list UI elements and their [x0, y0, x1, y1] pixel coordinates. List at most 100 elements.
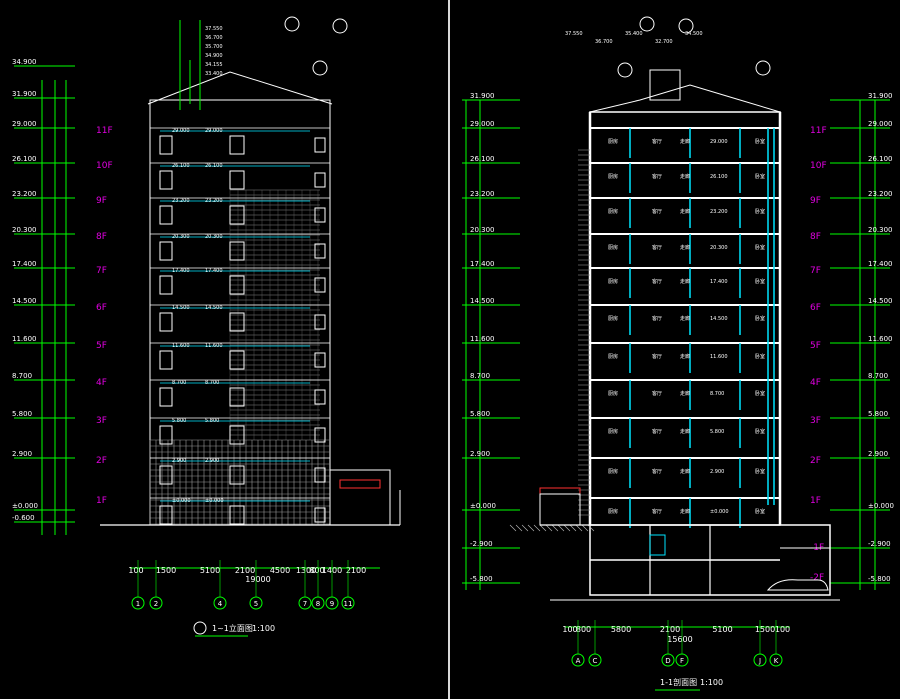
left-bottom-dim: 100: [128, 566, 143, 575]
right-room-label: 卧室: [755, 208, 765, 215]
right-bottom-dim: 800: [576, 625, 591, 634]
right-floor-label: 5F: [810, 341, 821, 351]
left-title-bubble: [193, 621, 207, 635]
right-room-label: 卧室: [755, 353, 765, 360]
left-floor-elev: 29.000: [205, 128, 223, 134]
right-floor-elev: 23.200: [710, 209, 728, 215]
right-earth-hatch: [581, 524, 589, 532]
right-earth-hatch: [521, 524, 529, 532]
left-overall-dim: 19000: [245, 575, 270, 584]
right-floor-elev: 2.900: [710, 469, 724, 475]
left-window: [314, 467, 326, 483]
left-floor-elev: 8.700: [205, 380, 219, 386]
left-bottom-dim: 800: [309, 566, 324, 575]
left-floor-label: 8F: [96, 232, 107, 242]
left-window: [159, 241, 173, 261]
right-earth-hatch: [551, 524, 559, 532]
right-room-label: 客厅: [652, 315, 662, 322]
left-window: [229, 425, 245, 445]
left-elev-label: 26.100: [12, 155, 37, 163]
right-room-label: 卧室: [755, 428, 765, 435]
left-window: [229, 387, 245, 407]
left-bottom-dim: 1500: [156, 566, 176, 575]
left-window: [314, 352, 326, 368]
left-floor-elev: 26.100: [205, 163, 223, 169]
right-floor-elev: 26.100: [710, 174, 728, 180]
right-earth-hatch: [539, 524, 547, 532]
left-callout-circle[interactable]: [332, 18, 348, 34]
left-bottom-dim: 5100: [200, 566, 220, 575]
left-window: [314, 137, 326, 153]
left-bottom-dim: 2100: [346, 566, 366, 575]
left-callout-circle[interactable]: [284, 16, 300, 32]
left-window: [159, 275, 173, 295]
left-callout-circle[interactable]: [312, 60, 328, 76]
right-elev-label-r: 11.600: [868, 335, 893, 343]
left-floor-elev: 2.900: [172, 458, 186, 464]
right-top-label: 34.500: [685, 31, 703, 37]
left-floor-elev: ±0.000: [172, 498, 191, 504]
right-elev-label: 5.800: [470, 410, 490, 418]
left-window: [159, 135, 173, 155]
left-window: [159, 205, 173, 225]
right-elev-label: 20.300: [470, 226, 495, 234]
left-window: [229, 465, 245, 485]
right-floor-label: 7F: [810, 266, 821, 276]
right-room-label: 走廊: [680, 173, 690, 180]
right-room-label: 走廊: [680, 508, 690, 515]
right-floor-label: 4F: [810, 378, 821, 388]
right-overall-dim: 15600: [667, 635, 692, 644]
right-top-label: 35.400: [625, 31, 643, 37]
right-bottom-dim: 1500: [755, 625, 775, 634]
right-bottom-dim: 2100: [660, 625, 680, 634]
left-floor-elev: 29.000: [172, 128, 190, 134]
right-room-label: 走廊: [680, 428, 690, 435]
left-axis-label: 5: [254, 600, 258, 608]
right-callout-circle[interactable]: [617, 62, 633, 78]
right-room-label: 客厅: [652, 508, 662, 515]
left-elev-label: ±0.000: [12, 502, 38, 510]
left-floor-label: 10F: [96, 161, 113, 171]
car-icon: [766, 579, 829, 591]
right-room-label: 客厅: [652, 353, 662, 360]
left-window: [229, 170, 245, 190]
left-window: [229, 241, 245, 261]
right-room-label: 卧室: [755, 278, 765, 285]
left-floor-label: 2F: [96, 456, 107, 466]
left-floor-elev: 14.500: [172, 305, 190, 311]
right-earth-hatch: [587, 524, 595, 532]
left-floor-elev: 11.600: [205, 343, 223, 349]
right-elev-label-r: ±0.000: [868, 502, 894, 510]
left-floor-elev: 17.400: [205, 268, 223, 274]
right-callout-circle[interactable]: [755, 60, 771, 76]
left-window: [314, 207, 326, 223]
left-window: [229, 505, 245, 525]
right-room-label: 客厅: [652, 244, 662, 251]
left-floor-elev: 5.800: [172, 418, 186, 424]
right-elev-label-r: 20.300: [868, 226, 893, 234]
right-room-label: 厨房: [608, 244, 618, 251]
left-window: [159, 387, 173, 407]
right-room-label: 厨房: [608, 468, 618, 475]
right-elev-label: ±0.000: [470, 502, 496, 510]
right-earth-hatch: [557, 524, 565, 532]
left-elev-label: 29.000: [12, 120, 37, 128]
right-room-label: 客厅: [652, 428, 662, 435]
right-room-label: 客厅: [652, 208, 662, 215]
right-floor-label: 10F: [810, 161, 827, 171]
left-window: [229, 350, 245, 370]
right-room-label: 客厅: [652, 173, 662, 180]
right-floor-label: 3F: [810, 416, 821, 426]
right-elev-label: 31.900: [470, 92, 495, 100]
left-window: [229, 135, 245, 155]
left-floor-label: 5F: [96, 341, 107, 351]
left-axis-label: 11: [344, 600, 353, 608]
left-window: [314, 172, 326, 188]
right-elev-label-r: 23.200: [868, 190, 893, 198]
right-elev-label: 8.700: [470, 372, 490, 380]
right-callout-circle[interactable]: [678, 18, 694, 34]
left-floor-elev: 14.500: [205, 305, 223, 311]
right-top-label: 36.700: [595, 39, 613, 45]
right-callout-circle[interactable]: [639, 16, 655, 32]
